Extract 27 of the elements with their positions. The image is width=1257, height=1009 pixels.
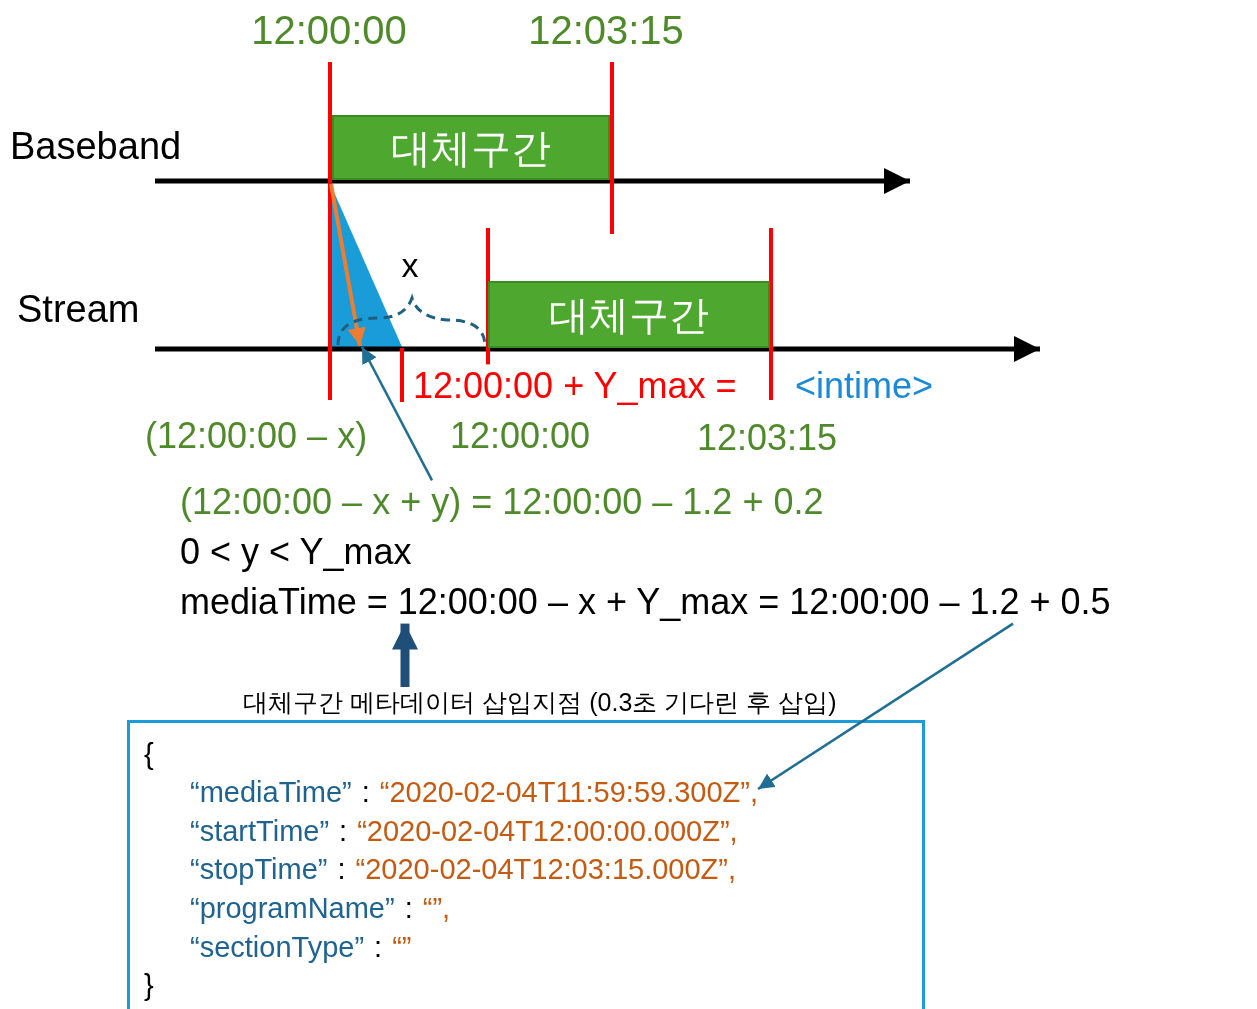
formula-text: mediaTime = 12:00:00 – x + Y_max = 12:00:00 – 1.2 + 0.5 [180,580,1111,624]
time-label: 12:00:00 [450,414,591,458]
variable-label: x [401,244,419,286]
code-box [127,720,925,1009]
row-label: Stream [17,287,140,333]
row-label: Baseband [10,124,182,170]
tag-text: <intime> [795,364,934,408]
time-label: 12:03:15 [528,7,684,54]
code-line: “stopTime” : “2020-02-04T12:03:15.000Z”, [190,851,737,887]
formula-text: 0 < y < Y_max [180,530,412,574]
code-line: “startTime” : “2020-02-04T12:00:00.000Z”, [190,813,738,849]
leader-line [360,346,434,481]
code-line: “mediaTime” : “2020-02-04T11:59:59.300Z”, [190,774,759,810]
time-label: (12:00:00 – x) [145,414,368,458]
interval-box: 대체구간 [332,115,610,180]
code-line: “programName” : “”, [190,890,451,926]
time-label: 12:03:15 [697,416,838,460]
brace-text: { [144,736,154,772]
arrow [392,623,418,687]
caption-text: 대체구간 메타데이터 삽입지점 (0.3초 기다린 후 삽입) [243,687,837,717]
formula-text: 12:00:00 + Y_max = [413,364,737,408]
brace-text: } [144,967,154,1003]
time-label: 12:00:00 [251,7,407,54]
interval-box: 대체구간 [488,281,770,348]
code-line: “sectionType” : “” [190,929,412,965]
formula-text: (12:00:00 – x + y) = 12:00:00 – 1.2 + 0.2 [180,480,824,524]
leader-line [757,622,1014,791]
